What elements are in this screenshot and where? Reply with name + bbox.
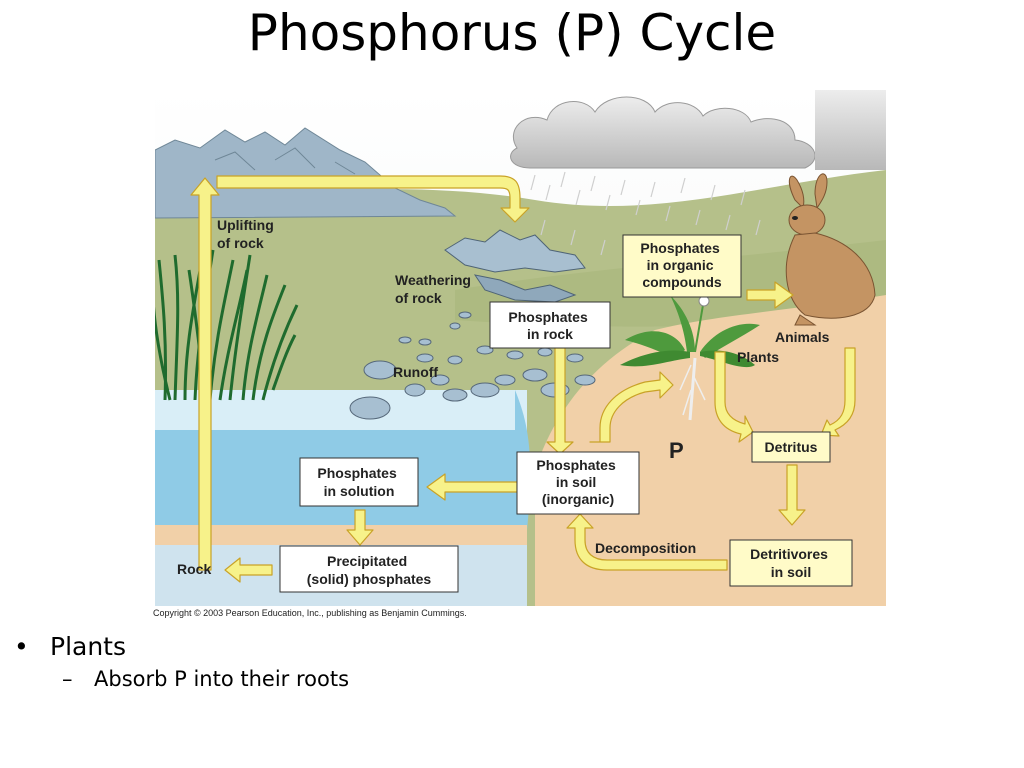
bullet-dash-icon: – (62, 667, 73, 691)
box-label: in rock (527, 326, 573, 342)
box-label: (solid) phosphates (307, 571, 432, 587)
svg-text:Phosphates in soil (in: Phosphates in soil (inorganic) (536, 457, 619, 507)
svg-text:Phosphates in organic: Phosphates in organic compounds (640, 240, 723, 290)
box-label: in soil (771, 564, 811, 580)
arrow-precipitated-to-rock (224, 557, 273, 583)
box-phosphates-in-solution (299, 457, 419, 507)
box-label: Phosphates (640, 240, 720, 256)
arrow-soil-to-plants (589, 371, 674, 443)
svg-text:Phosphates in solution: Phosphates in solution (317, 465, 400, 499)
svg-text:Uplifting of rock: Uplifting of rock (217, 217, 278, 251)
box-label: in organic (647, 257, 714, 273)
arrow-uplift (190, 177, 220, 571)
bullet-level2: – Absorb P into their roots (62, 667, 349, 691)
box-label: compounds (642, 274, 722, 290)
mountains (155, 127, 457, 219)
label-uplifting: Uplifting (217, 217, 274, 233)
arrow-soil-to-solution (426, 473, 518, 501)
box-precipitated (279, 545, 459, 593)
label-weathering: Weathering (395, 272, 471, 288)
svg-text:Precipitated (solid) phosp: Precipitated (solid) phosphates (307, 553, 432, 587)
box-phosphates-organic (622, 234, 742, 298)
label-rock: Rock (177, 561, 211, 577)
rabbit (785, 173, 876, 326)
box-label: Precipitated (327, 553, 407, 569)
svg-text:Detritivores in soil: Detritivores in soil (750, 546, 832, 580)
bullet-text: Absorb P into their roots (94, 667, 350, 691)
sediment (155, 525, 527, 545)
box-phosphates-in-rock (489, 301, 611, 349)
bullet-text: Plants (50, 632, 127, 661)
box-detritus (751, 431, 831, 463)
phosphorus-cycle-diagram: Phosphates in rock Phosphates in solutio… (155, 90, 886, 606)
dandelion-plant (620, 295, 760, 421)
arrow-rock-to-soil (546, 347, 574, 455)
arrow-solution-to-precipitated (346, 509, 374, 546)
arrow-organic-to-animals (746, 281, 794, 309)
svg-text:Phosphates in rock: Phosphates in rock (508, 309, 591, 342)
box-label-detritus: Detritus (765, 439, 818, 455)
svg-text:Weathering of rock: Weathering of rock (395, 272, 475, 306)
box-label: Phosphates (536, 457, 616, 473)
label-animals: Animals (775, 329, 830, 345)
box-label: in soil (556, 474, 596, 490)
box-label: Phosphates (317, 465, 397, 481)
copyright-notice: Copyright © 2003 Pearson Education, Inc.… (153, 608, 467, 618)
box-label: Phosphates (508, 309, 588, 325)
box-label: (inorganic) (542, 491, 614, 507)
arrow-detritus-to-detritivores (778, 464, 806, 526)
arrow-decomposition (566, 513, 728, 571)
label-runoff: Runoff (393, 364, 438, 380)
arrow-plants-to-detritus (714, 351, 754, 443)
label-decomposition: Decomposition (595, 540, 696, 556)
box-phosphates-in-soil (516, 451, 640, 515)
bullet-list: • Plants – Absorb P into their roots (14, 632, 349, 691)
box-label: in solution (324, 483, 395, 499)
label-p-marker: P (669, 438, 684, 463)
label-uplifting: of rock (217, 235, 264, 251)
arrow-uplift-top (216, 175, 530, 223)
bullet-level1: • Plants (14, 632, 349, 661)
label-weathering: of rock (395, 290, 442, 306)
soil (535, 295, 886, 606)
label-plants: Plants (737, 349, 779, 365)
bullet-dot-icon: • (14, 632, 29, 661)
weathering-rock (444, 229, 586, 273)
slide-title: Phosphorus (P) Cycle (247, 4, 777, 62)
cloud (510, 96, 816, 169)
box-label: Detritivores (750, 546, 828, 562)
box-detritivores (729, 539, 853, 587)
